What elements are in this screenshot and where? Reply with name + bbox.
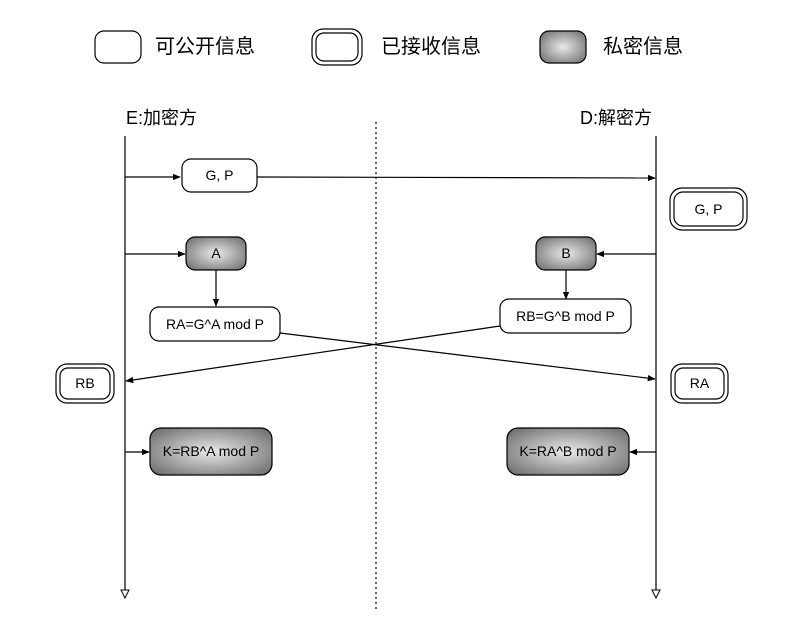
arrow-gp-to-d bbox=[256, 174, 656, 182]
legend-public-label: 可公开信息 bbox=[155, 35, 255, 58]
rb-received-box: RB bbox=[55, 363, 115, 404]
ra-public-box: RA=G^A mod P bbox=[149, 306, 281, 342]
encryptor-label: E:加密方 bbox=[126, 108, 197, 128]
arrow-rb-to-e bbox=[125, 325, 501, 384]
legend-received-swatch bbox=[311, 28, 363, 66]
decryptor-label: D:解密方 bbox=[580, 108, 652, 128]
gp-public-box: G, P bbox=[181, 158, 258, 193]
legend-received-label: 已接收信息 bbox=[381, 35, 481, 58]
legend-public-swatch bbox=[94, 30, 142, 64]
legend-private-swatch bbox=[539, 30, 587, 64]
ra-received-box: RA bbox=[670, 363, 729, 404]
k-left-private-box: K=RB^A mod P bbox=[149, 427, 273, 476]
a-private-label: A bbox=[211, 245, 221, 261]
k-right-private-box: K=RA^B mod P bbox=[506, 427, 630, 476]
b-private-label: B bbox=[561, 245, 570, 261]
arrows bbox=[125, 173, 656, 456]
a-private-box: A bbox=[185, 236, 247, 271]
rb-public-label: RB=G^B mod P bbox=[516, 308, 615, 324]
gp-received-box: G, P bbox=[669, 187, 748, 231]
legend-private-label: 私密信息 bbox=[603, 35, 683, 58]
k-right-label: K=RA^B mod P bbox=[519, 443, 616, 459]
rb-public-box: RB=G^B mod P bbox=[499, 298, 632, 334]
ra-received-label: RA bbox=[690, 375, 710, 391]
rb-received-label: RB bbox=[75, 375, 94, 391]
gp-public-label: G, P bbox=[205, 167, 233, 183]
ra-public-label: RA=G^A mod P bbox=[166, 316, 264, 332]
b-private-box: B bbox=[535, 236, 597, 271]
legend: 可公开信息 已接收信息 私密信息 bbox=[94, 28, 683, 66]
arrow-ra-to-d bbox=[279, 332, 656, 382]
k-left-label: K=RB^A mod P bbox=[163, 443, 259, 459]
gp-received-label: G, P bbox=[694, 201, 722, 217]
